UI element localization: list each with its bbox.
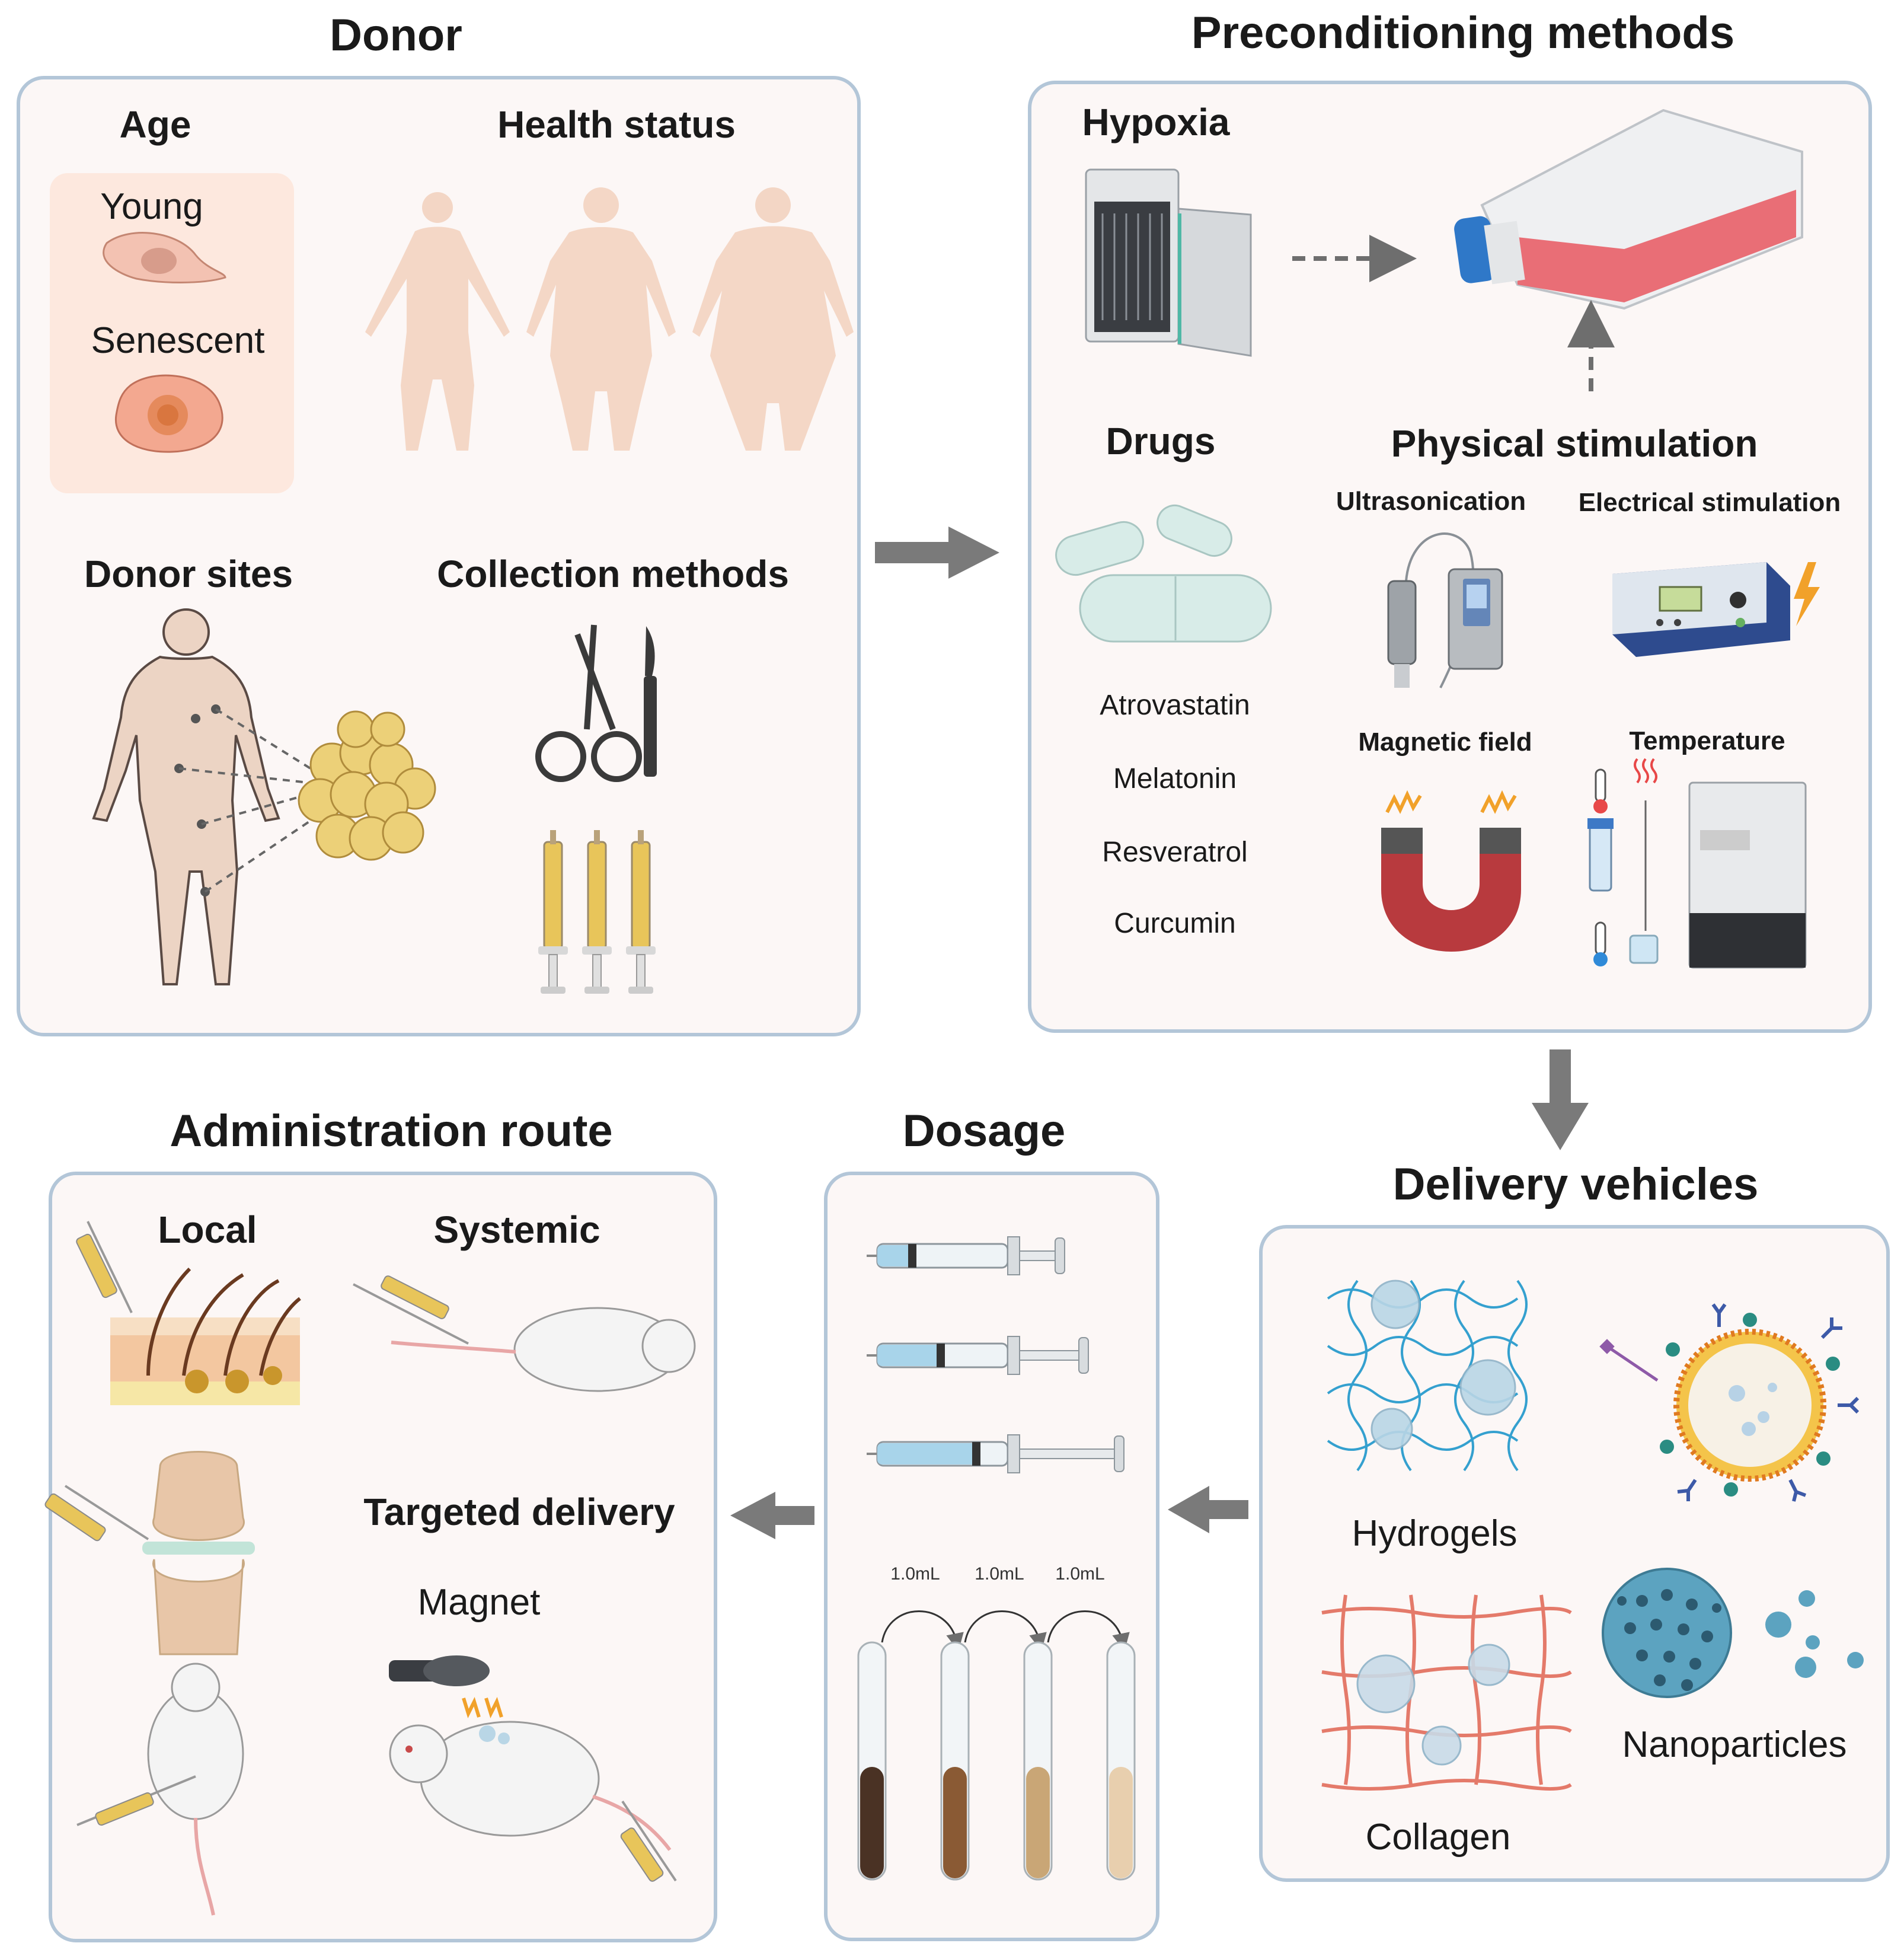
arrow-dosage-to-administration [730,1492,814,1539]
drug-atrovastatin: Atrovastatin [1100,690,1250,721]
scalpel-icon [644,626,657,777]
magnetic-field-label: Magnetic field [1358,728,1532,757]
collagen-label: Collagen [1365,1817,1511,1858]
hydrogels-label: Hydrogels [1352,1513,1518,1554]
test-tube-2 [940,1641,970,1881]
electrical-stimulation-label: Electrical stimulation [1578,488,1841,517]
young-cell-icon [103,232,226,283]
incubator-icon [1085,168,1252,357]
targeted-delivery-label: Targeted delivery [363,1491,675,1533]
senescent-cell-icon [114,374,223,453]
collagen-bubbles [1356,1644,1510,1766]
age-label: Age [119,103,191,146]
pill-icons [1055,505,1272,643]
administration-route-title: Administration route [170,1106,613,1156]
health-status-label: Health status [497,103,736,146]
arrow-delivery-to-dosage [1168,1486,1248,1533]
human-body-icon [92,608,280,985]
drugs-label: Drugs [1106,420,1216,462]
temperature-label: Temperature [1629,726,1785,755]
dosage-title: Dosage [902,1106,1066,1156]
test-tube-1 [857,1641,887,1881]
syringe-3 [626,830,656,994]
mouse-local-injection-icon [76,1663,244,1916]
dilution-volume-1: 1.0mL [890,1564,940,1584]
dilution-volume-2: 1.0mL [975,1564,1024,1584]
electrical-stimulator-icon [1612,562,1820,657]
arrow-preconditioning-to-delivery [1532,1049,1589,1150]
adipose-tissue-icon [298,710,436,861]
test-tube-3 [1023,1641,1053,1881]
drug-resveratrol: Resveratrol [1102,837,1248,868]
dosage-syringe-1 [867,1236,1065,1275]
arrow-donor-to-preconditioning [875,527,999,579]
dosage-syringe-2 [867,1336,1089,1375]
skin-section-icon [76,1221,301,1405]
knee-joint-icon [44,1451,255,1655]
ultrasonication-device-icon [1387,532,1503,688]
donor-sites-label: Donor sites [84,553,293,595]
horseshoe-magnet-icon [1381,790,1521,952]
body-obese-icon [692,187,854,451]
drug-curcumin: Curcumin [1114,908,1236,939]
senescent-label: Senescent [91,320,265,361]
young-label: Young [100,186,203,227]
mouse-systemic-injection-icon [353,1275,696,1392]
temperature-icons [1587,758,1807,969]
syringe-1 [538,830,568,994]
body-overweight-icon [526,187,676,451]
test-tube-4 [1106,1641,1136,1881]
donor-title: Donor [330,10,462,60]
nanoparticle-icon [1602,1568,1864,1698]
nanoparticles-label: Nanoparticles [1622,1724,1847,1765]
hypoxia-label: Hypoxia [1082,101,1230,143]
collection-methods-label: Collection methods [437,553,789,595]
syringe-icons [538,830,656,994]
liposome-icon [1599,1303,1860,1502]
delivery-vehicles-title: Delivery vehicles [1392,1159,1759,1210]
physical-stimulation-label: Physical stimulation [1391,422,1758,465]
body-lean-icon [365,192,510,451]
culture-flask-icon [1454,109,1803,310]
preconditioning-title: Preconditioning methods [1191,8,1735,58]
ultrasonication-label: Ultrasonication [1336,487,1526,516]
hydrogel-bubbles [1371,1280,1516,1450]
dosage-syringe-3 [867,1434,1124,1473]
donor-site-lines [178,708,315,893]
dilution-arcs [881,1610,1130,1651]
delivery-vehicles-panel [1259,1225,1890,1882]
targeted-magnet-icon [389,1655,503,1719]
local-label: Local [158,1208,257,1251]
mouse-targeted-icon [389,1721,677,1882]
dilution-volume-3: 1.0mL [1055,1564,1105,1584]
drug-melatonin: Melatonin [1113,763,1237,795]
syringe-2 [582,830,612,994]
magnet-label: Magnet [417,1582,541,1623]
scissors-icon [535,624,642,782]
systemic-label: Systemic [433,1208,600,1251]
